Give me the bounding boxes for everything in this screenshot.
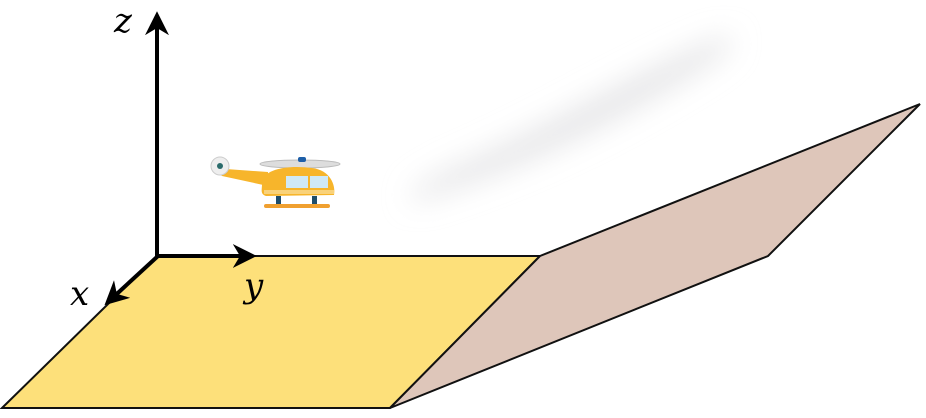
x-axis <box>104 254 160 306</box>
y-axis-label: y <box>242 266 264 306</box>
helicopter-icon <box>210 156 341 208</box>
x-axis-label: x <box>70 274 89 314</box>
smoke-trail <box>410 36 733 201</box>
z-axis-label: z <box>113 1 133 41</box>
inclined-plane <box>389 103 921 409</box>
